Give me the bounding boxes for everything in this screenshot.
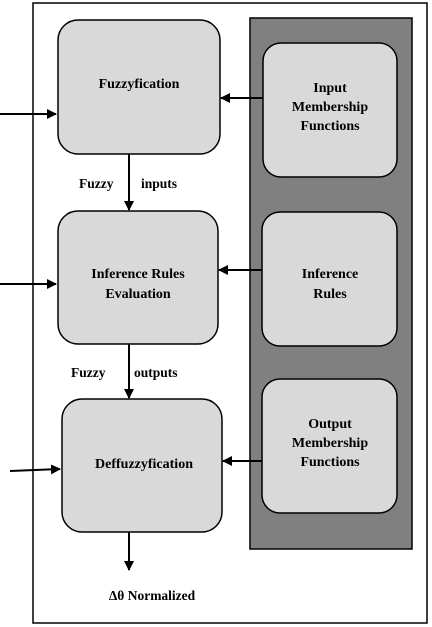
- inference-evaluation-label-1: Inference Rules: [91, 267, 185, 282]
- output-membership-label-2: Membership: [292, 436, 368, 451]
- output-label: Δθ Normalized: [109, 588, 196, 603]
- fuzzy-outputs-label-a: Fuzzy: [71, 365, 106, 380]
- output-membership-label-1: Output: [308, 417, 352, 432]
- defuzzification-block: Deffuzzyfication: [61, 398, 223, 533]
- output-membership-label-3: Functions: [300, 455, 360, 470]
- inference-evaluation-label-2: Evaluation: [105, 287, 171, 302]
- input-membership-block: Input Membership Functions: [262, 42, 398, 178]
- defuzzification-label: Deffuzzyfication: [95, 457, 193, 472]
- inference-rules-block: Inference Rules: [261, 211, 398, 347]
- fuzzification-label: Fuzzyfication: [99, 77, 180, 92]
- input-membership-label-1: Input: [313, 81, 347, 96]
- inference-rules-label-1: Inference: [302, 267, 359, 282]
- output-membership-block: Output Membership Functions: [261, 378, 398, 514]
- inference-rules-label-2: Rules: [313, 287, 347, 302]
- fuzzy-inputs-label-a: Fuzzy: [79, 176, 114, 191]
- fuzzy-outputs-label-b: outputs: [134, 365, 178, 380]
- input-membership-label-3: Functions: [300, 119, 360, 134]
- input-arrow-3: [9, 464, 61, 475]
- fuzzy-inputs-label-b: inputs: [141, 176, 177, 191]
- input-membership-label-2: Membership: [292, 100, 368, 115]
- inference-evaluation-block: Inference Rules Evaluation: [57, 210, 219, 345]
- fuzzification-block: Fuzzyfication: [57, 19, 221, 155]
